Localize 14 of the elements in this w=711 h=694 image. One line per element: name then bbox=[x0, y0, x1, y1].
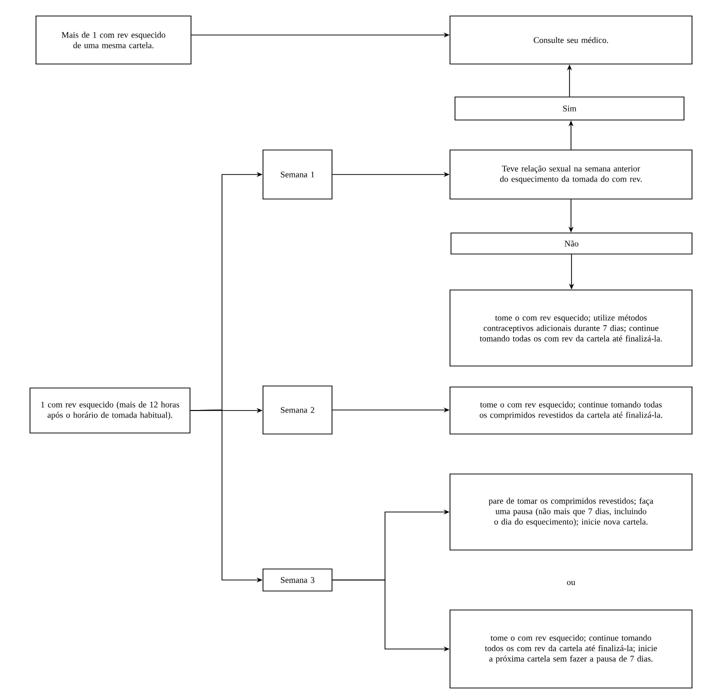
process-box: Mais de 1 com rev esquecido de uma mesma cartela. bbox=[36, 16, 192, 64]
process-box: Sim bbox=[454, 96, 684, 120]
process-box: Teve relação sexual na semana anterior do esquecimento da tomada do com rev. bbox=[450, 150, 692, 200]
process-box: Consulte seu médico. bbox=[450, 16, 692, 64]
process-box: Semana 2 bbox=[262, 386, 332, 434]
process-box: pare de tomar os comprimidos revestidos; faça uma pausa (não mais que 7 dias, incluindo o dia do esquecimento); inicie nova cartela. bbox=[450, 474, 692, 550]
process-box: tome o com rev esquecido; continue tomando todos os com rev da cartela até finalizá-la; inicie a próxima cartela sem fazer a pausa de 7 dias. bbox=[450, 610, 692, 688]
process-box: Não bbox=[450, 232, 692, 254]
process-box: Semana 1 bbox=[262, 150, 332, 200]
note-text: ou bbox=[567, 580, 576, 586]
process-box: 1 com rev esquecido (mais de 12 horas após o horário de tomada habitual). bbox=[30, 388, 190, 434]
process-box: tome o com rev esquecido; continue tomando todas os comprimidos revestidos da cartela até finalizá-la. bbox=[450, 386, 692, 434]
process-box: Semana 3 bbox=[262, 568, 332, 592]
process-box: tome o com rev esquecido; utilize métodos contraceptivos adicionais durante 7 dias; continue tomando todas os com rev da cartela até finalizá-la. bbox=[450, 290, 692, 366]
